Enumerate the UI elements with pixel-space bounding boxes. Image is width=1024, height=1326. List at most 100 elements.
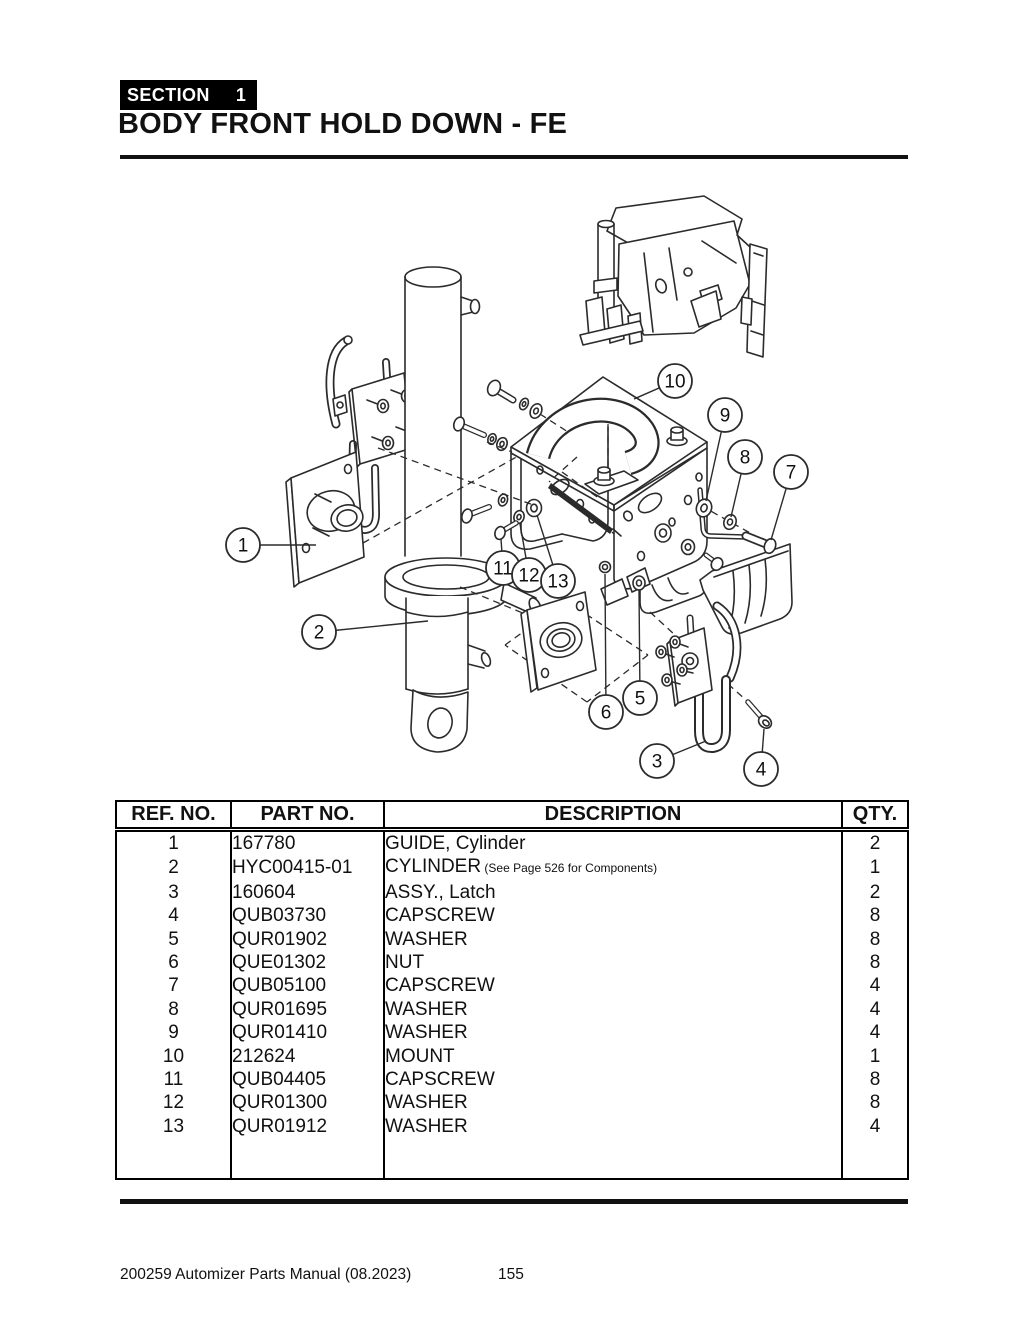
ref-no-cell: 12 bbox=[162, 1092, 185, 1114]
section-number: 1 bbox=[235, 85, 247, 105]
qty-cell: 4 bbox=[841, 1114, 908, 1139]
description-cell: WASHER bbox=[383, 1114, 842, 1139]
part-no-cell: QUR01410 bbox=[230, 1021, 384, 1045]
ref-no-cell: 7 bbox=[168, 975, 179, 997]
callout-13: 13 bbox=[536, 514, 576, 599]
svg-text:1: 1 bbox=[238, 536, 249, 557]
machine-context-thumbnail bbox=[579, 195, 768, 358]
qty-cell: 4 bbox=[841, 1021, 908, 1045]
description-cell: NUT bbox=[383, 951, 842, 975]
part-no-cell: QUR01695 bbox=[230, 997, 384, 1022]
column-header-2: DESCRIPTION bbox=[383, 801, 842, 832]
qty-cell: 4 bbox=[841, 997, 908, 1022]
callout-10: 10 bbox=[633, 363, 693, 400]
guide-plate-left bbox=[285, 451, 365, 588]
svg-text:2: 2 bbox=[314, 623, 325, 644]
ref-no-cell: 11 bbox=[163, 1069, 184, 1091]
latch-assembly-left bbox=[325, 335, 419, 535]
description-cell: ASSY., Latch bbox=[383, 880, 842, 905]
ref-no-cell: 6 bbox=[168, 952, 179, 974]
description-cell: MOUNT bbox=[383, 1044, 842, 1069]
column-header-1: PART NO. bbox=[230, 801, 384, 832]
section-badge: SECTION 1 bbox=[120, 80, 258, 110]
part-no-cell: QUR01300 bbox=[230, 1091, 384, 1115]
ref-no-cell: 4 bbox=[168, 905, 179, 927]
section-label: SECTION bbox=[127, 85, 210, 105]
qty-cell: 8 bbox=[841, 927, 908, 952]
callout-7: 7 bbox=[770, 454, 809, 541]
ref-no-cell: 5 bbox=[168, 928, 179, 950]
part-no-cell: 212624 bbox=[230, 1044, 384, 1069]
description-cell: CAPSCREW bbox=[383, 904, 842, 928]
part-no-cell: QUB04405 bbox=[230, 1068, 384, 1092]
ref-no-cell: 1 bbox=[168, 833, 179, 854]
fastener-hardware bbox=[452, 379, 777, 729]
svg-text:6: 6 bbox=[601, 703, 612, 724]
callout-6: 6 bbox=[588, 573, 624, 730]
part-no-cell: QUR01912 bbox=[230, 1114, 384, 1139]
callout-8: 8 bbox=[727, 439, 763, 518]
qty-cell: 8 bbox=[841, 951, 908, 975]
svg-text:5: 5 bbox=[635, 689, 646, 710]
description-cell: CYLINDER (See Page 526 for Components) bbox=[383, 855, 842, 881]
ref-no-cell: 8 bbox=[168, 998, 179, 1020]
qty-cell: 2 bbox=[841, 880, 908, 905]
part-no-cell: QUE01302 bbox=[230, 951, 384, 975]
svg-text:11: 11 bbox=[493, 559, 513, 580]
callout-1: 1 bbox=[225, 527, 316, 563]
footer-page-number: 155 bbox=[498, 1266, 524, 1283]
callout-9: 9 bbox=[705, 397, 743, 502]
callout-4: 4 bbox=[743, 728, 779, 787]
svg-text:13: 13 bbox=[547, 572, 568, 593]
part-no-cell: HYC00415-01 bbox=[230, 855, 384, 881]
guide-plate-bottom bbox=[520, 591, 597, 693]
qty-cell: 4 bbox=[841, 974, 908, 998]
footer-manual-info: 200259 Automizer Parts Manual (08.2023) bbox=[120, 1266, 412, 1283]
ref-no-cell: 3 bbox=[168, 881, 179, 903]
latch-assembly-right bbox=[655, 601, 742, 754]
qty-cell: 1 bbox=[841, 1044, 908, 1069]
qty-cell: 8 bbox=[841, 904, 908, 928]
column-header-3: QTY. bbox=[841, 801, 908, 832]
callout-12: 12 bbox=[511, 523, 547, 593]
description-cell: CAPSCREW bbox=[383, 974, 842, 998]
alignment-dashes-front bbox=[362, 413, 609, 615]
qty-cell: 8 bbox=[841, 1068, 908, 1092]
svg-text:3: 3 bbox=[652, 752, 663, 773]
table-filler-row bbox=[116, 1138, 908, 1180]
svg-text:7: 7 bbox=[786, 463, 797, 484]
column-header-0: REF. NO. bbox=[116, 801, 231, 832]
svg-text:10: 10 bbox=[664, 372, 685, 393]
ref-no-cell: 9 bbox=[168, 1022, 179, 1044]
qty-cell: 1 bbox=[841, 855, 908, 881]
part-no-cell: 160604 bbox=[230, 880, 384, 905]
part-no-cell: QUB05100 bbox=[230, 974, 384, 998]
ref-no-cell: 2 bbox=[168, 857, 179, 879]
page-title: BODY FRONT HOLD DOWN - FE bbox=[118, 108, 568, 140]
part-no-cell: QUR01902 bbox=[230, 927, 384, 952]
footer-rule bbox=[120, 1199, 908, 1204]
hydraulic-cylinder bbox=[384, 266, 542, 753]
description-cell: WASHER bbox=[383, 997, 842, 1022]
qty-cell: 8 bbox=[841, 1091, 908, 1115]
svg-text:9: 9 bbox=[720, 406, 731, 427]
callout-3: 3 bbox=[639, 740, 707, 779]
description-cell: GUIDE, Cylinder bbox=[383, 829, 842, 856]
